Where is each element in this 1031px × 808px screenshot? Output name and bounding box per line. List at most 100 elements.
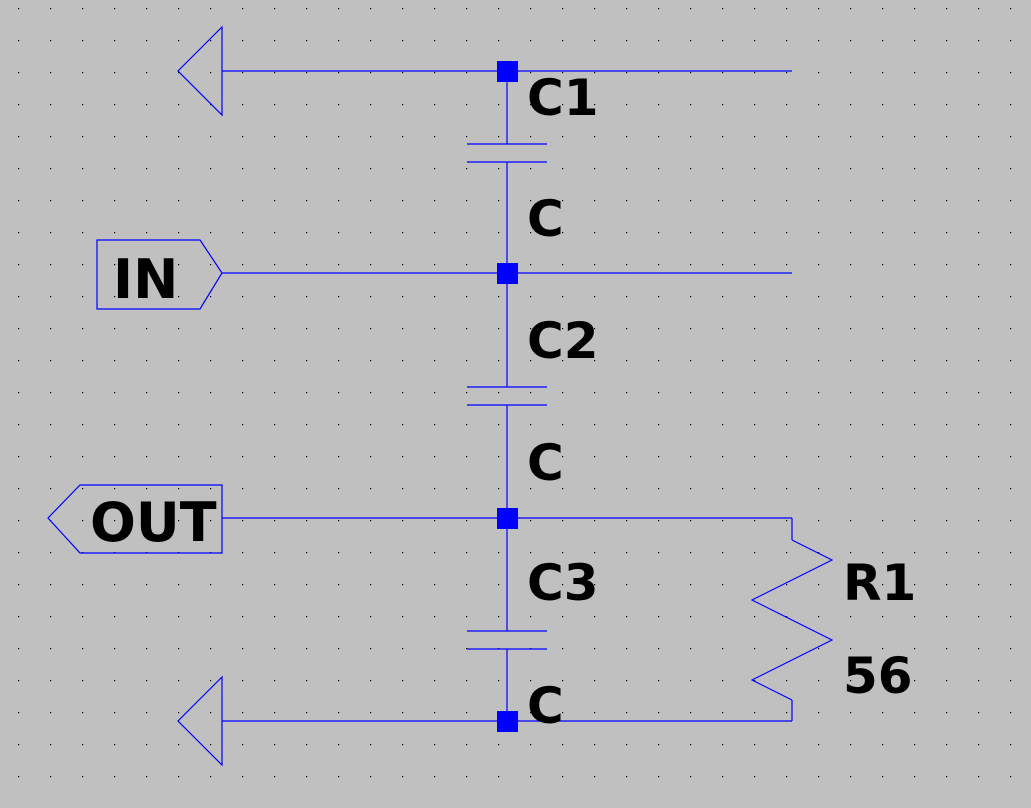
grid-dot: [818, 456, 820, 458]
grid-dot: [626, 8, 628, 10]
c3-value-label[interactable]: C: [527, 677, 564, 735]
grid-dot: [754, 360, 756, 362]
grid-dot: [402, 392, 404, 394]
junction-dot[interactable]: [497, 61, 518, 82]
grid-dot: [466, 72, 468, 74]
ground-arrow-top-icon[interactable]: [177, 25, 223, 117]
grid-dot: [658, 200, 660, 202]
grid-dot: [210, 8, 212, 10]
grid-dot: [466, 552, 468, 554]
grid-dot: [914, 584, 916, 586]
grid-dot: [274, 456, 276, 458]
grid-dot: [690, 264, 692, 266]
grid-dot: [402, 200, 404, 202]
grid-dot: [146, 712, 148, 714]
grid-dot: [786, 264, 788, 266]
grid-dot: [274, 296, 276, 298]
grid-dot: [274, 712, 276, 714]
grid-dot: [594, 456, 596, 458]
grid-dot: [978, 744, 980, 746]
c1-value-label[interactable]: C: [527, 190, 564, 248]
grid-dot: [722, 392, 724, 394]
resistor-r1[interactable]: [750, 539, 834, 701]
grid-dot: [530, 776, 532, 778]
grid-dot: [178, 328, 180, 330]
grid-dot: [338, 744, 340, 746]
grid-dot: [146, 456, 148, 458]
grid-dot: [1010, 584, 1012, 586]
c2-value-label[interactable]: C: [527, 434, 564, 492]
grid-dot: [338, 360, 340, 362]
grid-dot: [818, 488, 820, 490]
capacitor-c2[interactable]: [467, 386, 547, 406]
grid-dot: [786, 296, 788, 298]
grid-dot: [754, 712, 756, 714]
grid-dot: [850, 488, 852, 490]
grid-dot: [114, 424, 116, 426]
grid-dot: [498, 776, 500, 778]
grid-dot: [178, 72, 180, 74]
grid-dot: [1010, 8, 1012, 10]
grid-dot: [690, 8, 692, 10]
c2-ref-label[interactable]: C2: [527, 312, 598, 370]
c3-ref-label[interactable]: C3: [527, 554, 598, 612]
grid-dot: [914, 200, 916, 202]
grid-dot: [786, 424, 788, 426]
grid-dot: [914, 424, 916, 426]
grid-dot: [754, 40, 756, 42]
grid-dot: [306, 712, 308, 714]
port-in[interactable]: IN: [96, 239, 223, 311]
grid-dot: [786, 104, 788, 106]
grid-dot: [274, 200, 276, 202]
grid-dot: [562, 744, 564, 746]
grid-dot: [914, 328, 916, 330]
grid-dot: [370, 552, 372, 554]
c1-ref-label[interactable]: C1: [527, 69, 598, 127]
grid-dot: [82, 232, 84, 234]
grid-dot: [18, 712, 20, 714]
port-out[interactable]: OUT: [47, 484, 223, 554]
ground-arrow-bottom-icon[interactable]: [177, 675, 223, 767]
capacitor-c1[interactable]: [467, 143, 547, 163]
grid-dot: [594, 296, 596, 298]
grid-dot: [658, 104, 660, 106]
grid-dot: [146, 584, 148, 586]
grid-dot: [466, 264, 468, 266]
junction-dot[interactable]: [497, 508, 518, 529]
grid-dot: [210, 136, 212, 138]
junction-dot[interactable]: [497, 263, 518, 284]
grid-dot: [114, 104, 116, 106]
grid-dot: [274, 40, 276, 42]
grid-dot: [114, 744, 116, 746]
grid-dot: [306, 424, 308, 426]
grid-dot: [82, 136, 84, 138]
grid-dot: [242, 136, 244, 138]
grid-dot: [114, 392, 116, 394]
r1-value-label[interactable]: 56: [843, 647, 913, 705]
grid-dot: [466, 680, 468, 682]
r1-ref-label[interactable]: R1: [843, 554, 916, 612]
grid-dot: [274, 328, 276, 330]
grid-dot: [466, 424, 468, 426]
grid-dot: [114, 488, 116, 490]
grid-dot: [1010, 680, 1012, 682]
grid-dot: [530, 488, 532, 490]
grid-dot: [178, 776, 180, 778]
capacitor-c3[interactable]: [467, 630, 547, 650]
grid-dot: [370, 328, 372, 330]
grid-dot: [210, 168, 212, 170]
grid-dot: [690, 712, 692, 714]
grid-dot: [274, 776, 276, 778]
grid-dot: [18, 776, 20, 778]
grid-dot: [434, 712, 436, 714]
grid-dot: [562, 136, 564, 138]
grid-dot: [818, 136, 820, 138]
grid-dot: [562, 264, 564, 266]
grid-dot: [434, 40, 436, 42]
grid-dot: [498, 232, 500, 234]
junction-dot[interactable]: [497, 711, 518, 732]
grid-dot: [882, 520, 884, 522]
grid-dot: [242, 520, 244, 522]
grid-dot: [882, 232, 884, 234]
